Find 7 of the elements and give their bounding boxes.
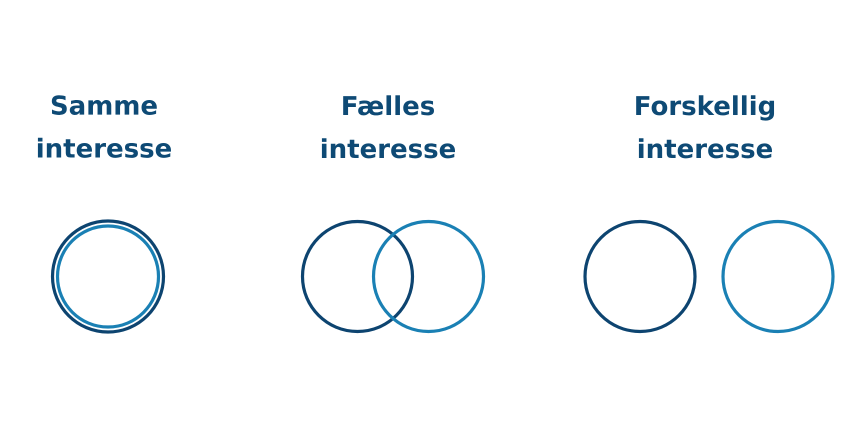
- heading: Fælles interesse: [322, 95, 455, 158]
- circle-outline: [583, 220, 697, 334]
- circle-outline: [300, 220, 414, 334]
- heading: Samme interesse: [38, 95, 171, 158]
- circle-outline: [372, 220, 486, 334]
- heading: Forskellig interesse: [636, 95, 774, 158]
- circle-outline: [721, 220, 835, 334]
